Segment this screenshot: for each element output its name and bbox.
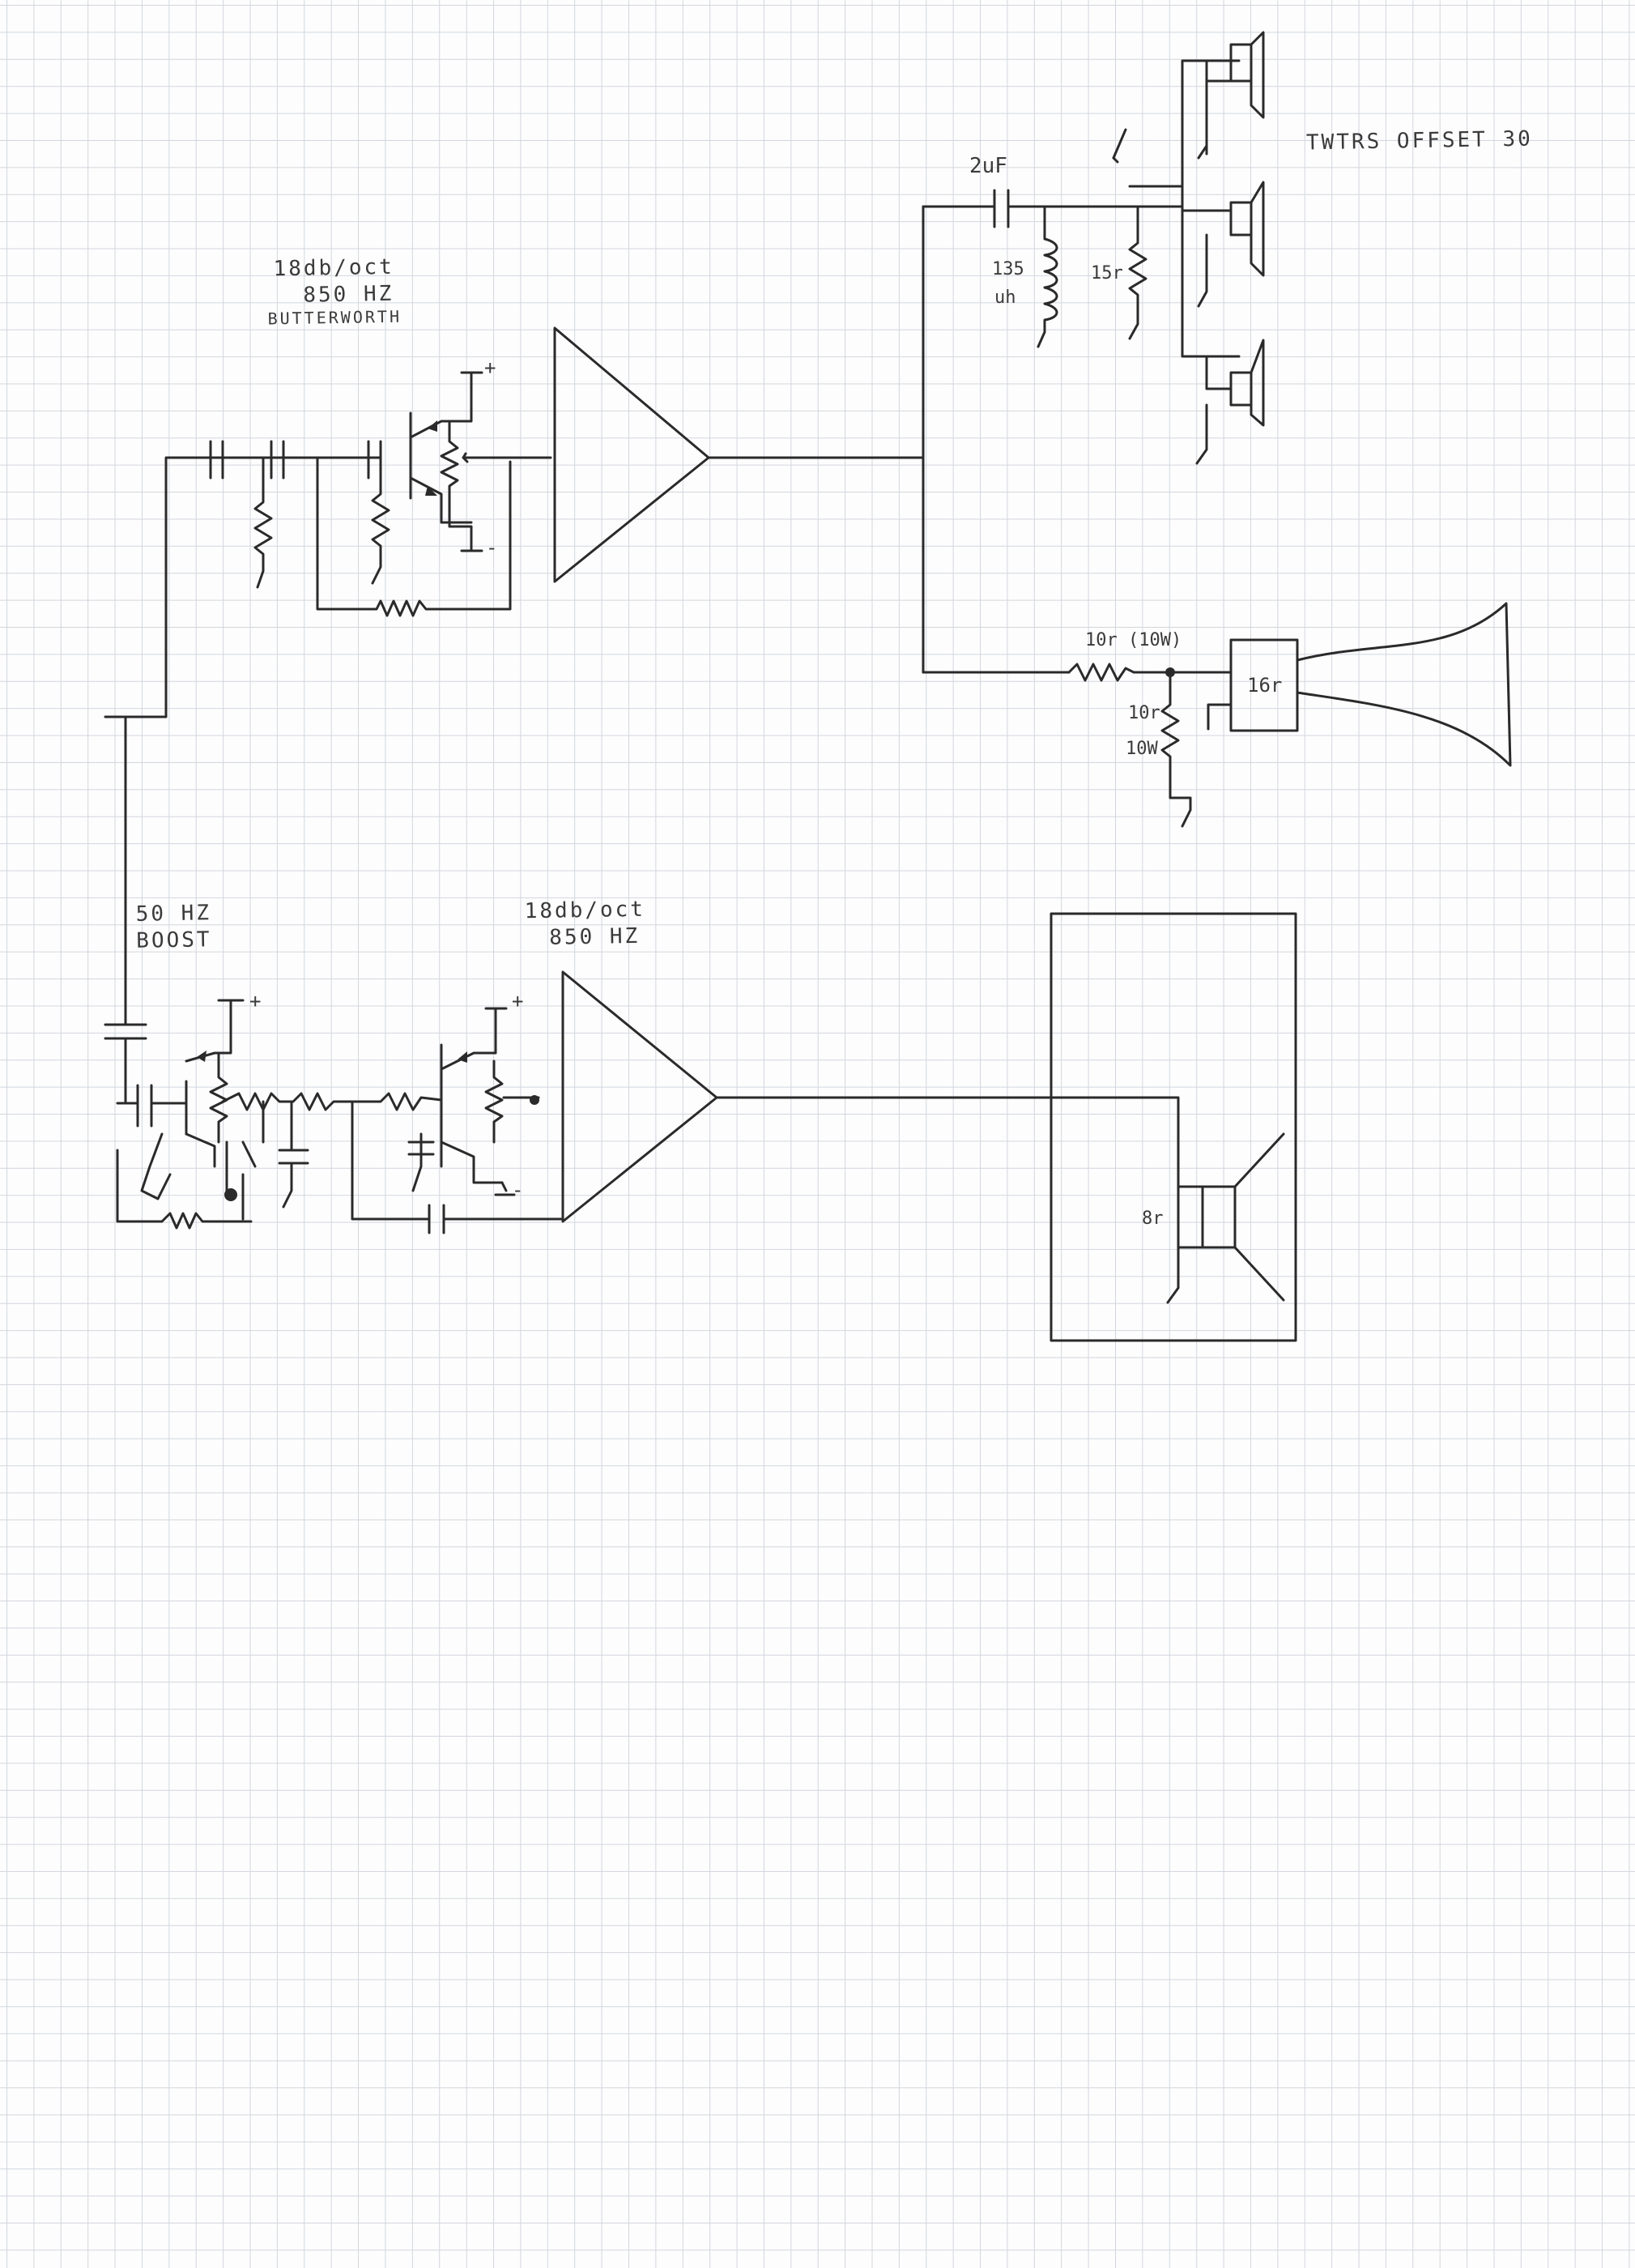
horn-impedance-label: 16r [1247,674,1283,697]
upper-highpass-filter [209,371,552,617]
capacitor-feedback-lower [428,1204,445,1234]
woofer-enclosure [1050,912,1297,1342]
horn-section [922,602,1512,828]
interstage-resistors [221,1092,443,1111]
capacitor-2uF-label: 2uF [969,154,1007,178]
lower-filter-line-2: 850 HZ [549,923,641,950]
supply-rail-plus [460,371,483,382]
capacitor-2uF [993,189,1010,228]
horn-flare [1296,602,1512,767]
upper-filter-line-3: BUTTERWORTH [267,306,402,329]
bass-boost-line-2: BOOST [136,927,212,953]
boost-plus-label: + [249,990,262,1013]
lower-filter-note: 18db/oct 850 HZ [524,897,645,952]
tweeter-offset-note: TWTRS OFFSET 30 [1305,126,1534,156]
woofer-driver [1166,1132,1285,1304]
upper-minus-label: - [486,536,498,559]
upper-filter-line-1: 18db/oct [273,254,395,282]
shunt-resistor-2 [371,456,390,585]
tweeter-section [922,31,1265,465]
resistor-10r-10w-shunt [1160,671,1192,828]
feedback-loop [316,456,512,617]
lower-minus-label: - [512,1179,524,1201]
switch-1 [1112,128,1184,188]
capacitor-lower-inner [407,1132,435,1192]
woofer-impedance-label: 8r [1142,1209,1164,1229]
inductor-value-label: 135 [992,259,1024,279]
resistor-shunt-power-label: 10W [1126,739,1158,759]
resistor-shunt-value-label: 10r [1128,703,1160,723]
woofer-section [1050,912,1297,1342]
tweeter-2 [1181,181,1265,308]
transistor-lower [440,1015,504,1184]
capacitor-input [104,1023,147,1040]
amplifier-upper [553,326,710,583]
inductor-unit-label: uh [994,288,1016,308]
capacitor-2 [270,440,285,480]
tweeter-3 [1195,339,1265,465]
upper-plus-label: + [484,356,496,379]
lower-filter-stage [351,1007,564,1234]
input-wire [104,456,382,718]
resistor-series-label: 10r (10W) [1085,630,1182,650]
capacitor-3 [367,440,382,480]
shunt-resistor-1 [253,456,273,589]
capacitor-boost [136,1084,153,1128]
bass-boost-stage [104,999,443,1230]
capacitor-1 [209,440,224,480]
tweeter-1 [1197,31,1265,160]
capacitor-shunt-lower [278,1100,309,1209]
potentiometer-upper [440,420,479,508]
bass-boost-note: 50 HZ BOOST [135,900,211,954]
inductor-135uh [1037,205,1058,348]
horn-driver [1229,638,1299,732]
resistor-15r [1128,205,1147,340]
amplifier-lower [561,970,718,1223]
upper-filter-note: 18db/oct 850 HZ BUTTERWORTH [266,254,402,330]
transistor-upper [409,379,473,524]
lower-plus-label: + [512,990,524,1013]
potentiometer-lower [484,1059,520,1144]
potentiometer-boost [209,1051,228,1144]
upper-filter-line-2: 850 HZ [303,281,394,308]
bass-boost-line-1: 50 HZ [135,901,212,927]
resistor-15r-label: 15r [1091,263,1123,284]
amp-lower-output [715,1096,1180,1176]
resistor-10r-10w-series [1067,663,1233,682]
lower-filter-line-1: 18db/oct [524,897,646,924]
